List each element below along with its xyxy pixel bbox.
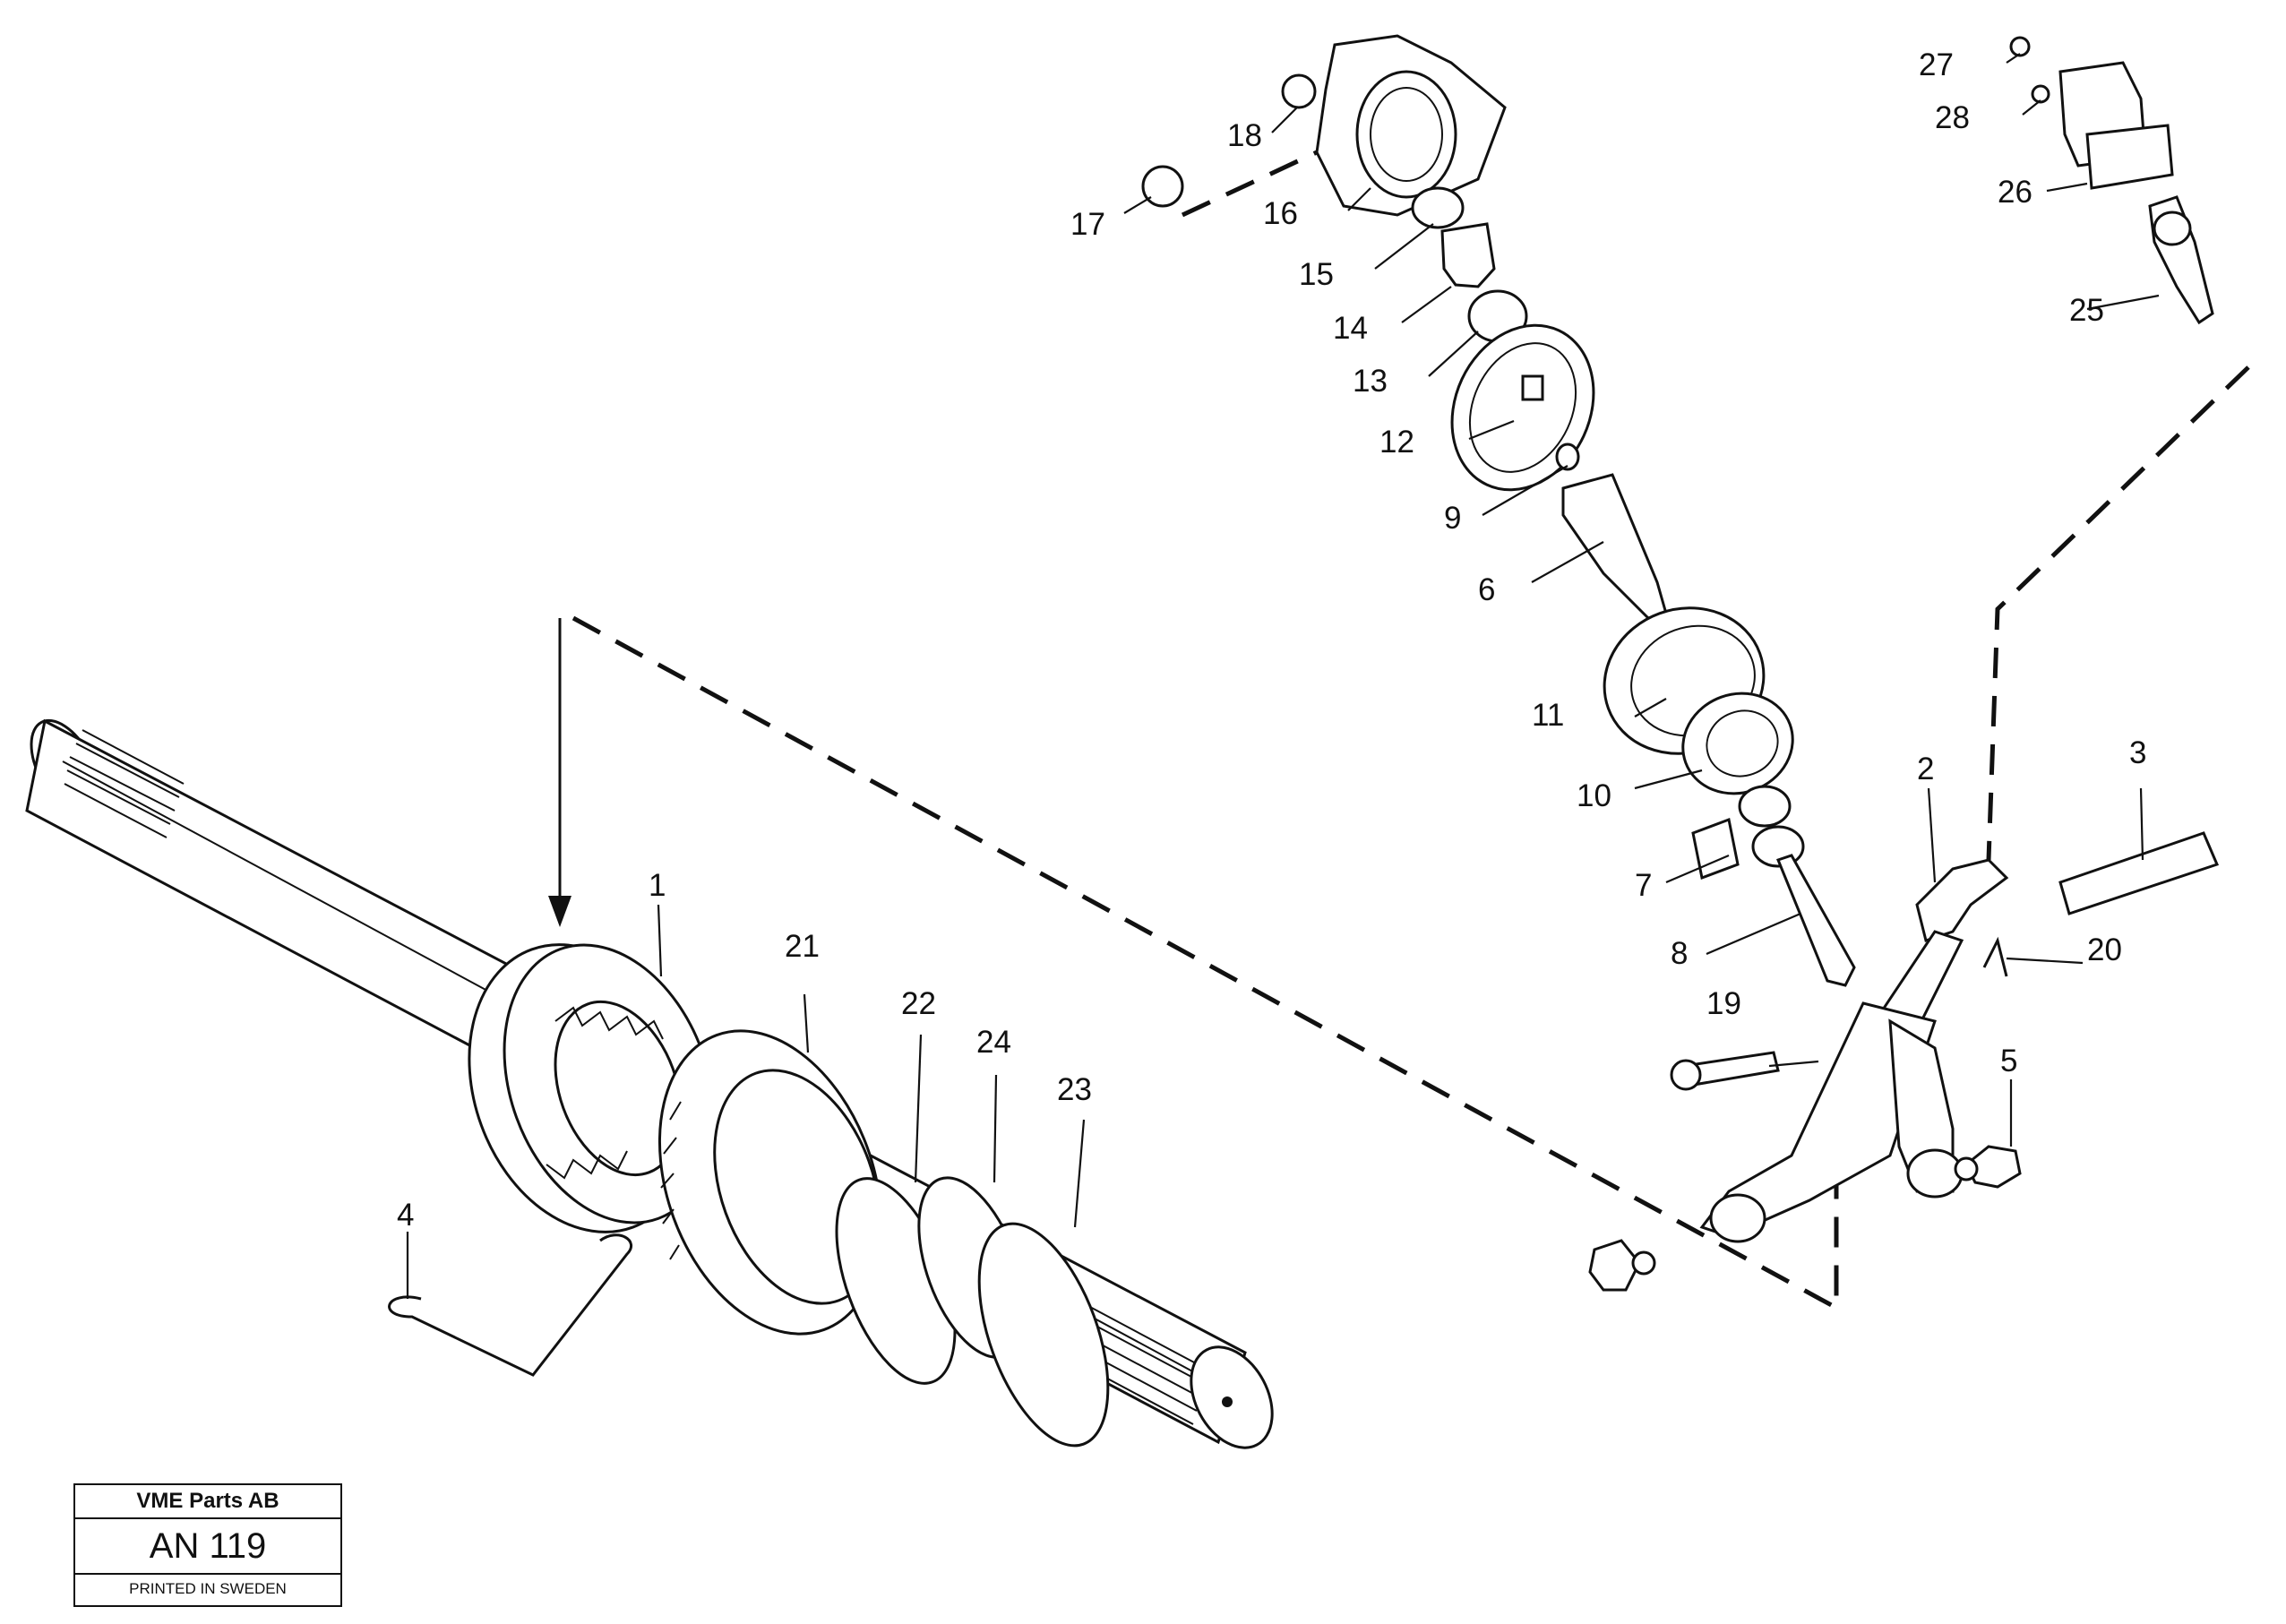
- callout-20: 20: [2087, 932, 2122, 967]
- dashed-line-right: [1986, 365, 2250, 861]
- callout-14: 14: [1333, 311, 1368, 346]
- pushrod-part-6: [1561, 473, 1668, 620]
- screw-part-5: [1954, 1145, 2022, 1189]
- washer-part-28: [2031, 84, 2050, 104]
- callout-17: 17: [1070, 207, 1105, 242]
- bolt-head-part-19: [1670, 1059, 1702, 1091]
- callout-23: 23: [1057, 1072, 1092, 1107]
- callout-18: 18: [1227, 118, 1262, 153]
- callout-8: 8: [1671, 936, 1688, 971]
- pin-part-3: [2058, 831, 2220, 915]
- printed-note: PRINTED IN SWEDEN: [129, 1580, 287, 1597]
- callout-4: 4: [397, 1198, 414, 1233]
- seal-part-10: [1681, 692, 1794, 795]
- callout-1: 1: [649, 868, 666, 903]
- callout-9: 9: [1444, 501, 1461, 536]
- callout-21: 21: [785, 929, 820, 964]
- rod-part-8: [1776, 854, 1856, 987]
- title-block: VME Parts AB AN 119 PRINTED IN SWEDEN: [73, 1483, 342, 1607]
- clutch-ring-part-1: [468, 943, 716, 1233]
- shift-fork-part-2: [1699, 858, 2009, 1243]
- callout-6: 6: [1478, 572, 1495, 607]
- company-name: VME Parts AB: [75, 1485, 340, 1519]
- callout-28: 28: [1935, 100, 1970, 135]
- callout-7: 7: [1635, 868, 1652, 903]
- sensor-part-25: [2148, 195, 2214, 325]
- leader-lines: [406, 53, 2160, 1299]
- ring-part-23: [977, 1222, 1110, 1448]
- screw-part-18: [1281, 73, 1317, 109]
- callout-13: 13: [1353, 364, 1388, 399]
- spring-part-4: [388, 1233, 633, 1377]
- callout-3: 3: [2129, 735, 2146, 770]
- nuts-part-7: [1691, 785, 1805, 881]
- callout-26: 26: [1998, 175, 2032, 210]
- callout-22: 22: [901, 986, 936, 1021]
- callout-11: 11: [1532, 698, 1564, 733]
- callout-16: 16: [1263, 196, 1298, 231]
- cylinder-cover-part-16: [1315, 34, 1507, 217]
- callout-2: 2: [1917, 752, 1934, 786]
- callout-10: 10: [1577, 778, 1611, 813]
- callout-25: 25: [2069, 293, 2104, 328]
- diagram-code: AN 119: [75, 1519, 340, 1575]
- breather-part-17: [1141, 165, 1184, 208]
- callout-5: 5: [2000, 1044, 2017, 1078]
- piston-part-14: [1440, 222, 1496, 288]
- dashed-line-top: [1181, 150, 1319, 218]
- arrowhead: [548, 896, 572, 927]
- clip-part-20: [1982, 936, 2008, 977]
- screw-part-27: [2009, 36, 2031, 57]
- bracket-part-26: [2058, 61, 2174, 190]
- callout-19: 19: [1706, 986, 1741, 1021]
- callout-27: 27: [1919, 47, 1954, 82]
- callout-15: 15: [1299, 257, 1334, 292]
- o-ring-part-15: [1411, 186, 1465, 229]
- callout-24: 24: [976, 1025, 1011, 1060]
- callout-12: 12: [1379, 425, 1414, 460]
- screw-part-9: [1555, 443, 1580, 471]
- screw-left-fork: [1588, 1239, 1656, 1292]
- callouts: 1 2 3 4 5 6 7 8 9 10 11 12 13 14 15 16 1…: [397, 47, 2146, 1233]
